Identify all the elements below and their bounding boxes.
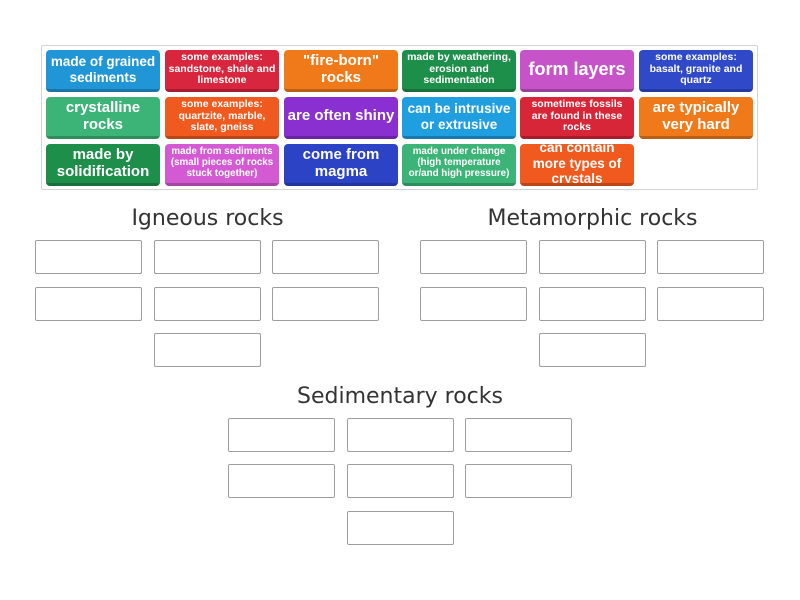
tile-made-of-grained-sediments[interactable]: made of grained sediments [46, 50, 160, 92]
drop-slot-sedimentary[interactable] [465, 464, 572, 498]
tile-made-from-sediments[interactable]: made from sediments (small pieces of roc… [165, 144, 279, 186]
drop-slot-igneous[interactable] [154, 333, 261, 367]
group-title-sedimentary: Sedimentary rocks [297, 384, 503, 409]
tile-tray [41, 45, 758, 190]
drop-slot-igneous[interactable] [154, 287, 261, 321]
drop-slot-sedimentary[interactable] [347, 511, 454, 545]
tile-examples-quartzite-marble-slate-gneiss[interactable]: some examples: quartzite, marble, slate,… [165, 97, 279, 139]
tile-are-often-shiny[interactable]: are often shiny [284, 97, 398, 139]
drop-slot-metamorphic[interactable] [420, 287, 527, 321]
drop-slot-igneous[interactable] [35, 240, 142, 274]
drop-slot-metamorphic[interactable] [539, 287, 646, 321]
drop-slot-sedimentary[interactable] [465, 418, 572, 452]
drop-slot-igneous[interactable] [154, 240, 261, 274]
tile-crystalline-rocks[interactable]: crystalline rocks [46, 97, 160, 139]
tile-typically-very-hard[interactable]: are typically very hard [639, 97, 753, 139]
tile-examples-basalt-granite-quartz[interactable]: some examples: basalt, granite and quart… [639, 50, 753, 92]
drop-slot-sedimentary[interactable] [228, 418, 335, 452]
tile-form-layers[interactable]: form layers [520, 50, 634, 92]
drop-slot-metamorphic[interactable] [657, 287, 764, 321]
drop-slot-sedimentary[interactable] [228, 464, 335, 498]
tile-intrusive-or-extrusive[interactable]: can be intrusive or extrusive [402, 97, 516, 139]
drop-slot-metamorphic[interactable] [539, 333, 646, 367]
drop-slot-metamorphic[interactable] [539, 240, 646, 274]
tile-fossils-found[interactable]: sometimes fossils are found in these roc… [520, 97, 634, 139]
tile-weathering-erosion-sedimentation[interactable]: made by weathering, erosion and sediment… [402, 50, 516, 92]
drop-slot-metamorphic[interactable] [420, 240, 527, 274]
drop-slot-igneous[interactable] [272, 240, 379, 274]
tile-come-from-magma[interactable]: come from magma [284, 144, 398, 186]
tile-made-under-change[interactable]: made under change (high temperature or/a… [402, 144, 516, 186]
drop-slot-sedimentary[interactable] [347, 418, 454, 452]
tile-contain-more-crystals[interactable]: can contain more types of crystals [520, 144, 634, 186]
group-title-metamorphic: Metamorphic rocks [487, 206, 698, 231]
drop-slot-metamorphic[interactable] [657, 240, 764, 274]
tile-fire-born-rocks[interactable]: "fire-born" rocks [284, 50, 398, 92]
tile-examples-sandstone-shale-limestone[interactable]: some examples: sandstone, shale and lime… [165, 50, 279, 92]
drop-slot-igneous[interactable] [272, 287, 379, 321]
drop-slot-sedimentary[interactable] [347, 464, 454, 498]
group-title-igneous: Igneous rocks [131, 206, 284, 231]
drop-slot-igneous[interactable] [35, 287, 142, 321]
tile-made-by-solidification[interactable]: made by solidification [46, 144, 160, 186]
